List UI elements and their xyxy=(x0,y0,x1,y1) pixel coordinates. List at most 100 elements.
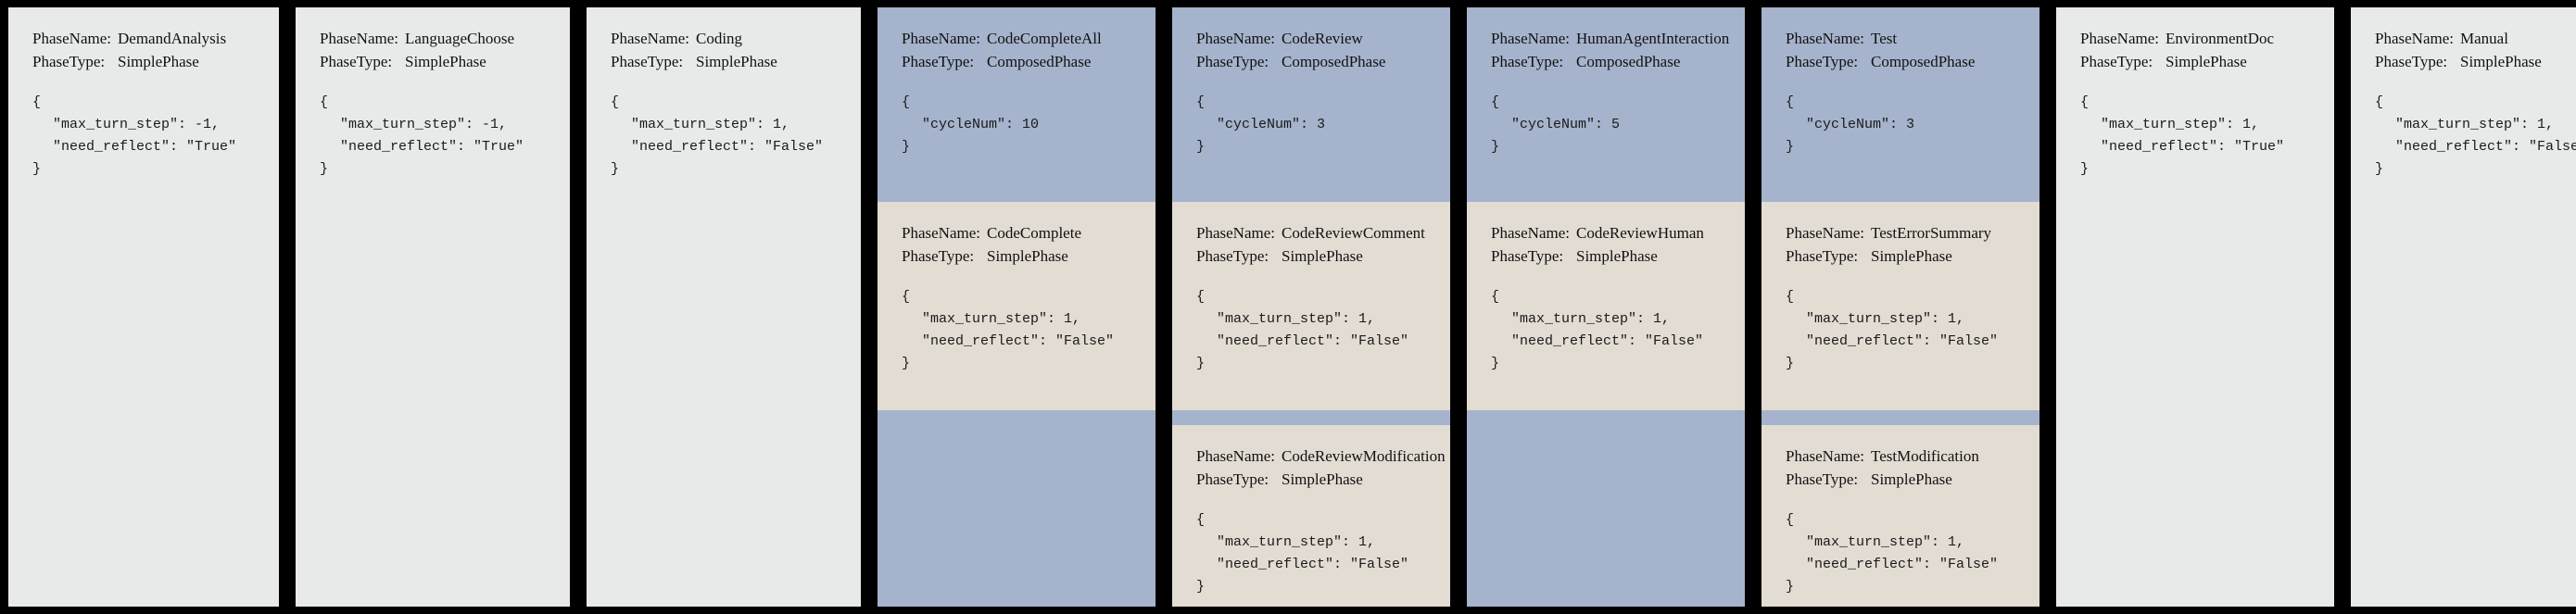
json-property-line: "max_turn_step": 1, xyxy=(902,308,1131,331)
phase-name-row: PhaseName:LanguageChoose xyxy=(320,28,546,51)
phase-type-value: ComposedPhase xyxy=(1871,52,1976,70)
card-filler xyxy=(587,197,861,607)
card-filler xyxy=(878,410,1155,607)
json-brace-close: } xyxy=(1786,579,1795,595)
phase-name-value: CodeCompleteAll xyxy=(987,30,1102,47)
phase-type-row: PhaseType:ComposedPhase xyxy=(1491,51,1721,74)
phase-name-label: PhaseName: xyxy=(1786,224,1864,242)
json-brace-close: } xyxy=(902,356,911,372)
json-property-text: "max_turn_step": 1, xyxy=(922,311,1081,328)
phase-name-value: TestErrorSummary xyxy=(1871,224,1992,242)
card-filler xyxy=(2056,197,2334,607)
phase-name-value: TestModification xyxy=(1871,447,1979,465)
phase-name-label: PhaseName: xyxy=(902,30,980,47)
json-brace-open: { xyxy=(1196,512,1206,529)
phase-name-row: PhaseName: HumanAgentInteraction xyxy=(1491,28,1729,51)
phase-type-value: SimplePhase xyxy=(1871,246,1952,265)
phase-type-row: PhaseType:SimplePhase xyxy=(902,245,1131,269)
json-brace-close: } xyxy=(1786,356,1795,372)
phase-type-value: SimplePhase xyxy=(405,52,486,70)
json-brace-open: { xyxy=(1196,94,1206,111)
json-brace-close: } xyxy=(1196,356,1206,372)
json-property-text: "max_turn_step": 1, xyxy=(2395,117,2555,133)
phase-name-row: PhaseName: TestErrorSummary xyxy=(1786,222,2015,245)
json-property-text: "need_reflect": "True" xyxy=(53,139,237,156)
phase-name-row: PhaseName:CodeComplete xyxy=(902,222,1131,245)
phase-config-json: {"max_turn_step": -1,"need_reflect": "Tr… xyxy=(32,92,255,181)
phase-name-value: EnvironmentDoc xyxy=(2166,30,2275,47)
phase-name-row: PhaseName:DemandAnalysis xyxy=(32,28,255,51)
phase-config-json: {"max_turn_step": -1,"need_reflect": "Tr… xyxy=(320,92,546,181)
json-property-line: "max_turn_step": 1, xyxy=(1786,532,2015,554)
phase-name-row: PhaseName:TestModification xyxy=(1786,445,2015,469)
phase-config-json: { "cycleNum": 3} xyxy=(1196,92,1426,158)
json-property-text: "need_reflect": "False" xyxy=(631,139,824,156)
phase-name-row: PhaseName:Coding xyxy=(611,28,837,51)
json-brace-close: } xyxy=(2080,161,2090,178)
phase-type-row: PhaseType: SimplePhase xyxy=(1786,245,2015,269)
phase-name-label: PhaseName: xyxy=(902,224,980,242)
phase-type-row: PhaseType:ComposedPhase xyxy=(1196,51,1426,74)
json-property-line: "need_reflect": "False" xyxy=(1786,554,2015,576)
phase-name-row: PhaseName:Manual xyxy=(2375,28,2576,51)
json-brace-close: } xyxy=(320,161,329,178)
phase-name-label: PhaseName: xyxy=(1491,30,1570,47)
phase-name-row: PhaseName:CodeReviewModification xyxy=(1196,445,1446,469)
phase-config-json: {"max_turn_step": 1,"need_reflect": "Fal… xyxy=(2375,92,2576,181)
phase-type-label: PhaseType: xyxy=(902,52,975,70)
phase-config-json: {"max_turn_step": 1,"need_reflect": "Fal… xyxy=(1196,286,1426,375)
json-property-line: "need_reflect": "False" xyxy=(611,136,837,158)
json-brace-close: } xyxy=(1196,139,1206,156)
phase-config-json: {"max_turn_step": 1,"need_reflect": "Fal… xyxy=(611,92,837,181)
json-brace-open: { xyxy=(1786,94,1795,111)
phase-name-value: HumanAgentInteraction xyxy=(1576,30,1730,47)
json-brace-close: } xyxy=(902,139,911,156)
phase-type-row: PhaseType:SimplePhase xyxy=(1196,469,1426,492)
json-brace-close: } xyxy=(1491,356,1500,372)
phase-type-label: PhaseType: xyxy=(32,52,106,70)
phase-type-row: PhaseType:SimplePhase xyxy=(1491,245,1721,269)
card-filler xyxy=(8,197,279,607)
phase-config-json: {"max_turn_step": 1,"need_reflect": "Fal… xyxy=(1786,286,2015,375)
phase-name-row: PhaseName: CodeCompleteAll xyxy=(902,28,1131,51)
phase-type-value: SimplePhase xyxy=(2460,52,2542,70)
phase-name-label: PhaseName: xyxy=(1491,224,1570,242)
phase-name-value: CodeReviewComment xyxy=(1282,224,1425,242)
json-property-text: "need_reflect": "False" xyxy=(2395,139,2576,156)
json-brace-close: } xyxy=(611,161,620,178)
phase-name-row: PhaseName:EnvironmentDoc xyxy=(2080,28,2310,51)
json-property-text: "cycleNum": 3 xyxy=(1806,117,1915,133)
phase-name-label: PhaseName: xyxy=(1786,30,1864,47)
phase-type-value: ComposedPhase xyxy=(1576,52,1681,70)
phase-type-label: PhaseType: xyxy=(1786,246,1859,265)
json-property-text: "cycleNum": 3 xyxy=(1217,117,1326,133)
phase-name-value: LanguageChoose xyxy=(405,30,515,47)
json-property-text: "need_reflect": "True" xyxy=(2101,139,2285,156)
json-brace-close: } xyxy=(32,161,42,178)
json-property-line: "need_reflect": "True" xyxy=(2080,136,2310,158)
json-property-text: "max_turn_step": -1, xyxy=(53,117,221,133)
json-property-line: "need_reflect": "False" xyxy=(1196,331,1426,353)
phase-type-label: PhaseType: xyxy=(1491,246,1564,265)
